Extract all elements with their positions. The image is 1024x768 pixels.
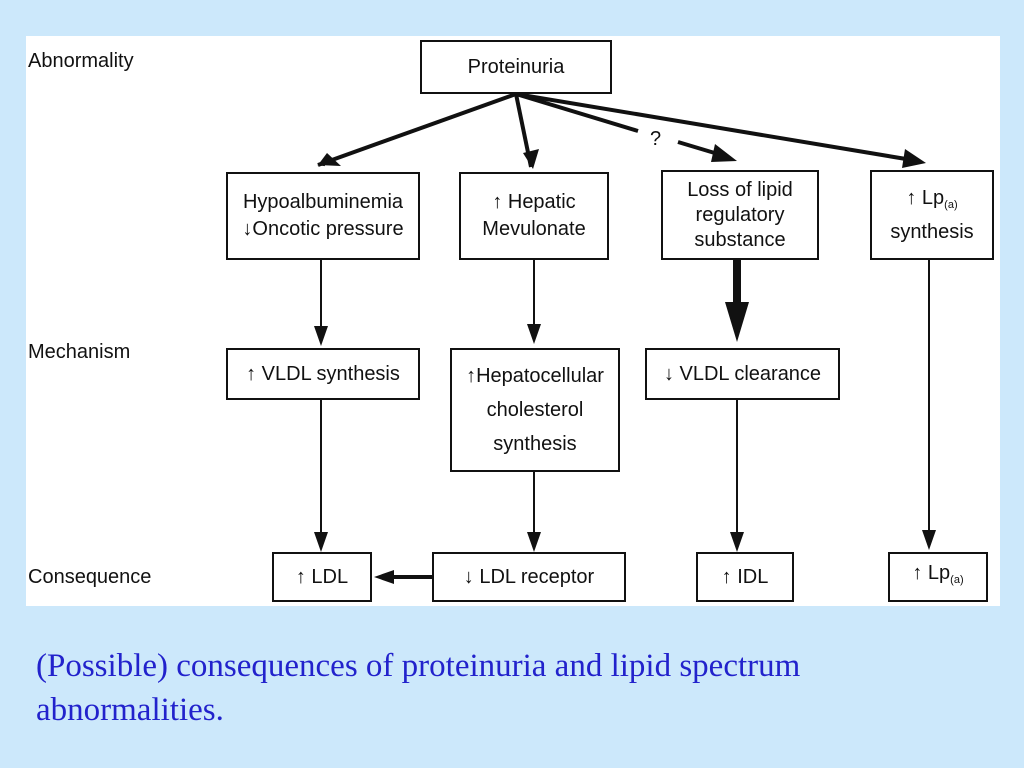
node-lpa-label: ↑ Lp	[912, 562, 951, 584]
node-ldl: ↑ LDL	[272, 552, 372, 602]
uncertain-link-question-mark: ?	[650, 128, 662, 150]
arrowhead-ldl-receptor	[527, 532, 541, 552]
arrowhead-hepatocellular	[527, 324, 541, 344]
node-ldl-receptor-label: ↓ LDL receptor	[463, 565, 595, 588]
arrowhead-loss-lipid	[711, 144, 737, 162]
node-loss-lipid-line-3: substance	[694, 228, 786, 251]
node-lpa-synthesis-subscript: (a)	[944, 198, 958, 211]
node-vldl-clearance-label: ↓ VLDL clearance	[663, 362, 822, 385]
node-lpa-synthesis-line-1: ↑ Lp	[906, 186, 945, 209]
slide-caption: (Possible) consequences of proteinuria a…	[36, 648, 801, 728]
node-lpa-subscript: (a)	[950, 574, 964, 586]
node-hepatocellular-line-3: synthesis	[493, 433, 577, 455]
arrowhead-hypoalbuminemia	[318, 153, 341, 166]
node-loss-of-lipid-regulatory-substance: Loss of lipid regulatory substance	[661, 170, 819, 260]
node-lpa-synthesis: ↑ Lp(a) synthesis	[870, 170, 994, 260]
node-hepatic-mevulonate: ↑ Hepatic Mevulonate	[459, 172, 609, 260]
arrowhead-ldl	[314, 532, 328, 552]
arrowhead-lpa	[922, 530, 936, 550]
node-hepatocellular-line-2: cholesterol	[486, 399, 584, 421]
node-hepatic-line-1: ↑ Hepatic	[492, 191, 576, 213]
diagram-arrows	[314, 92, 936, 584]
node-hypoalbuminemia: Hypoalbuminemia ↓Oncotic pressure	[226, 172, 420, 260]
node-proteinuria: Proteinuria	[420, 40, 612, 94]
row-label-abnormality: Abnormality	[28, 50, 134, 72]
diagram-panel: Abnormality Mechanism Consequence ? Prot…	[26, 36, 1000, 606]
node-ldl-label: ↑ LDL	[295, 565, 349, 588]
arrowhead-vldl-synthesis	[314, 326, 328, 346]
arrow-proteinuria-to-hypoalbuminemia	[317, 92, 517, 167]
node-idl-label: ↑ IDL	[721, 565, 769, 588]
node-hypoalbuminemia-line-1: Hypoalbuminemia	[242, 191, 404, 213]
node-proteinuria-label: Proteinuria	[467, 55, 565, 78]
arrowhead-hepatic	[523, 149, 539, 169]
node-lpa: ↑ Lp(a)	[888, 552, 988, 602]
arrowhead-ldl-left	[374, 570, 394, 584]
node-idl: ↑ IDL	[696, 552, 794, 602]
arrowhead-idl	[730, 532, 744, 552]
node-vldl-clearance: ↓ VLDL clearance	[645, 348, 840, 400]
node-vldl-synthesis: ↑ VLDL synthesis	[226, 348, 420, 400]
arrow-proteinuria-to-loss-lipid-a	[515, 92, 639, 133]
arrow-proteinuria-to-loss-lipid-b	[677, 140, 719, 156]
node-lpa-synthesis-line-2: synthesis	[890, 220, 974, 243]
node-ldl-receptor: ↓ LDL receptor	[432, 552, 626, 602]
node-hepatocellular-cholesterol-synthesis: ↑Hepatocellular cholesterol synthesis	[450, 348, 620, 472]
node-vldl-synthesis-label: ↑ VLDL synthesis	[246, 362, 400, 385]
arrow-proteinuria-to-lpa	[515, 92, 907, 161]
row-label-consequence: Consequence	[28, 566, 152, 588]
arrowhead-lpa-synthesis	[902, 149, 926, 168]
node-hepatic-line-2: Mevulonate	[482, 218, 586, 240]
node-hypoalbuminemia-line-2: ↓Oncotic pressure	[242, 218, 404, 240]
node-loss-lipid-line-2: regulatory	[695, 203, 785, 226]
arrowhead-vldl-clearance	[725, 302, 749, 342]
row-label-mechanism: Mechanism	[28, 341, 131, 363]
node-loss-lipid-line-1: Loss of lipid	[687, 178, 793, 201]
node-hepatocellular-line-1: ↑Hepatocellular	[466, 365, 604, 387]
